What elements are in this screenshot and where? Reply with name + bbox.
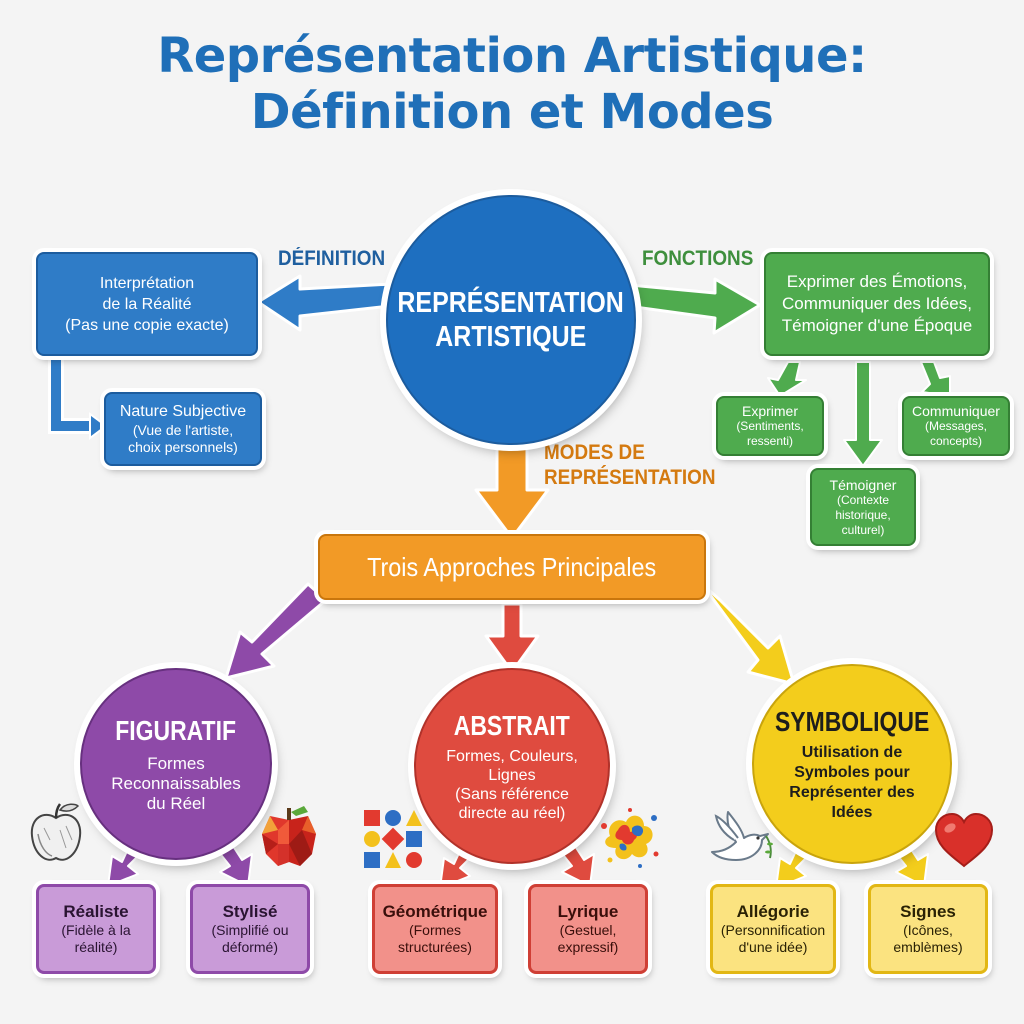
apple-sketch-icon <box>30 803 82 861</box>
apple-lowpoly-icon <box>262 806 316 866</box>
fonctions-line-3: Témoigner d'une Époque <box>781 316 973 335</box>
label-fonctions: FONCTIONS <box>642 247 754 270</box>
label-definition: DÉFINITION <box>278 247 386 270</box>
realiste-line-1: Réaliste <box>63 902 129 921</box>
abstrait-desc-1: Formes, Couleurs, <box>446 748 578 765</box>
symbolique-desc-2: Symboles pour <box>794 764 910 781</box>
arrow-temoigner <box>843 361 883 467</box>
allegorie-line-2: (Personnification <box>720 922 826 938</box>
definition-line-1: Interprétation <box>99 274 195 292</box>
geometric-shapes-icon <box>364 810 422 868</box>
arrow-elbow-nature-head <box>89 412 108 440</box>
abstrait-desc-3: (Sans référence <box>455 786 569 803</box>
abstrait-node: ABSTRAIT Formes, Couleurs, Lignes (Sans … <box>414 668 610 864</box>
stylise-line-2: (Simplifié ou <box>211 922 289 938</box>
figuratif-desc-3: du Réel <box>146 794 206 813</box>
symbolique-node: SYMBOLIQUE Utilisation de Symboles pour … <box>752 664 952 864</box>
symbolique-desc-1: Utilisation de <box>801 744 903 761</box>
center-line-1: REPRÉSENTATION <box>397 287 625 319</box>
title-line-2: Définition et Modes <box>250 84 774 140</box>
heart-icon <box>934 812 994 868</box>
communiquer-line-2: (Messages, <box>924 419 988 433</box>
temoigner-box: Témoigner (Contexte historique, culturel… <box>810 468 916 546</box>
abstrait-title: ABSTRAIT <box>453 710 571 741</box>
signes-line-2: (Icônes, <box>903 922 953 938</box>
exprimer-line-1: Exprimer <box>741 403 798 419</box>
lyrique-line-3: expressif) <box>557 939 619 955</box>
approches-label: Trois Approches Principales <box>367 552 657 582</box>
arrow-figuratif <box>224 582 328 680</box>
dove-icon <box>711 811 773 861</box>
signes-box: Signes (Icônes, emblèmes) <box>868 884 988 974</box>
geometrique-line-2: (Formes <box>408 922 462 938</box>
center-line-2: ARTISTIQUE <box>435 321 587 353</box>
geometrique-line-3: structurées) <box>398 939 472 955</box>
approches-box: Trois Approches Principales <box>318 534 706 600</box>
exprimer-box: Exprimer (Sentiments, ressenti) <box>716 396 824 456</box>
communiquer-box: Communiquer (Messages, concepts) <box>902 396 1010 456</box>
fonctions-box: Exprimer des Émotions, Communiquer des I… <box>764 252 990 356</box>
stylise-box: Stylisé (Simplifié ou déformé) <box>190 884 310 974</box>
nature-line-2: (Vue de l'artiste, <box>132 422 234 438</box>
realiste-line-3: réalité) <box>74 939 118 955</box>
arrow-symbolique <box>700 582 796 686</box>
label-modes-line-2: REPRÉSENTATION <box>544 466 716 489</box>
arrow-definition <box>256 274 394 332</box>
definition-line-3: (Pas une copie exacte) <box>65 316 229 334</box>
arrow-fonctions <box>626 277 762 335</box>
arrow-communiquer <box>920 361 951 397</box>
symbolique-title: SYMBOLIQUE <box>774 706 930 737</box>
realiste-box: Réaliste (Fidèle à la réalité) <box>36 884 156 974</box>
signes-line-3: emblèmes) <box>893 939 963 955</box>
allegorie-line-1: Allégorie <box>736 902 810 921</box>
paint-splash-icon <box>601 808 659 868</box>
temoigner-line-3: historique, <box>835 507 891 522</box>
figuratif-node: FIGURATIF Formes Reconnaissables du Réel <box>80 668 272 860</box>
figuratif-desc-2: Reconnaissables <box>111 774 241 793</box>
figuratif-title: FIGURATIF <box>115 715 237 746</box>
temoigner-line-4: culturel) <box>841 522 885 537</box>
exprimer-line-3: ressenti) <box>746 434 793 448</box>
allegorie-box: Allégorie (Personnification d'une idée) <box>710 884 836 974</box>
arrow-elbow-nature-inner <box>51 356 92 431</box>
fonctions-line-1: Exprimer des Émotions, <box>786 272 968 291</box>
abstrait-desc-4: directe au réel) <box>458 805 566 822</box>
temoigner-line-1: Témoigner <box>829 476 897 493</box>
geometrique-line-1: Géométrique <box>382 902 488 921</box>
abstrait-desc-2: Lignes <box>488 767 536 784</box>
allegorie-line-3: d'une idée) <box>738 939 808 955</box>
lyrique-line-2: (Gestuel, <box>559 922 617 938</box>
realiste-line-2: (Fidèle à la <box>61 922 131 938</box>
nature-line-1: Nature Subjective <box>119 403 247 420</box>
lyrique-box: Lyrique (Gestuel, expressif) <box>528 884 648 974</box>
exprimer-line-2: (Sentiments, <box>736 419 804 433</box>
signes-line-1: Signes <box>900 902 956 921</box>
arrow-exprimer <box>767 361 807 397</box>
symbolique-desc-4: Idées <box>831 804 873 821</box>
lyrique-line-1: Lyrique <box>557 902 619 921</box>
communiquer-line-1: Communiquer <box>912 403 1000 419</box>
symbolique-desc-3: Représenter des <box>789 784 915 801</box>
nature-line-3: choix personnels) <box>128 439 238 455</box>
geometrique-box: Géométrique (Formes structurées) <box>372 884 498 974</box>
nature-subjective-box: Nature Subjective (Vue de l'artiste, cho… <box>104 392 262 466</box>
stylise-line-3: déformé) <box>221 939 279 955</box>
stylise-line-1: Stylisé <box>222 902 278 921</box>
title-line-1: Représentation Artistique: <box>157 28 867 84</box>
figuratif-desc-1: Formes <box>147 754 205 773</box>
definition-box: Interprétation de la Réalité (Pas une co… <box>36 252 258 356</box>
page-title: Représentation Artistique: Définition et… <box>0 28 1024 140</box>
arrow-abstrait <box>484 602 540 674</box>
temoigner-line-2: (Contexte <box>836 492 890 507</box>
center-node: REPRÉSENTATION ARTISTIQUE <box>386 195 636 445</box>
label-modes-line-1: MODES DE <box>544 441 645 464</box>
label-modes: MODES DE REPRÉSENTATION <box>544 440 716 490</box>
definition-line-2: de la Réalité <box>102 295 192 313</box>
communiquer-line-3: concepts) <box>929 434 983 448</box>
fonctions-line-2: Communiquer des Idées, <box>782 294 972 313</box>
